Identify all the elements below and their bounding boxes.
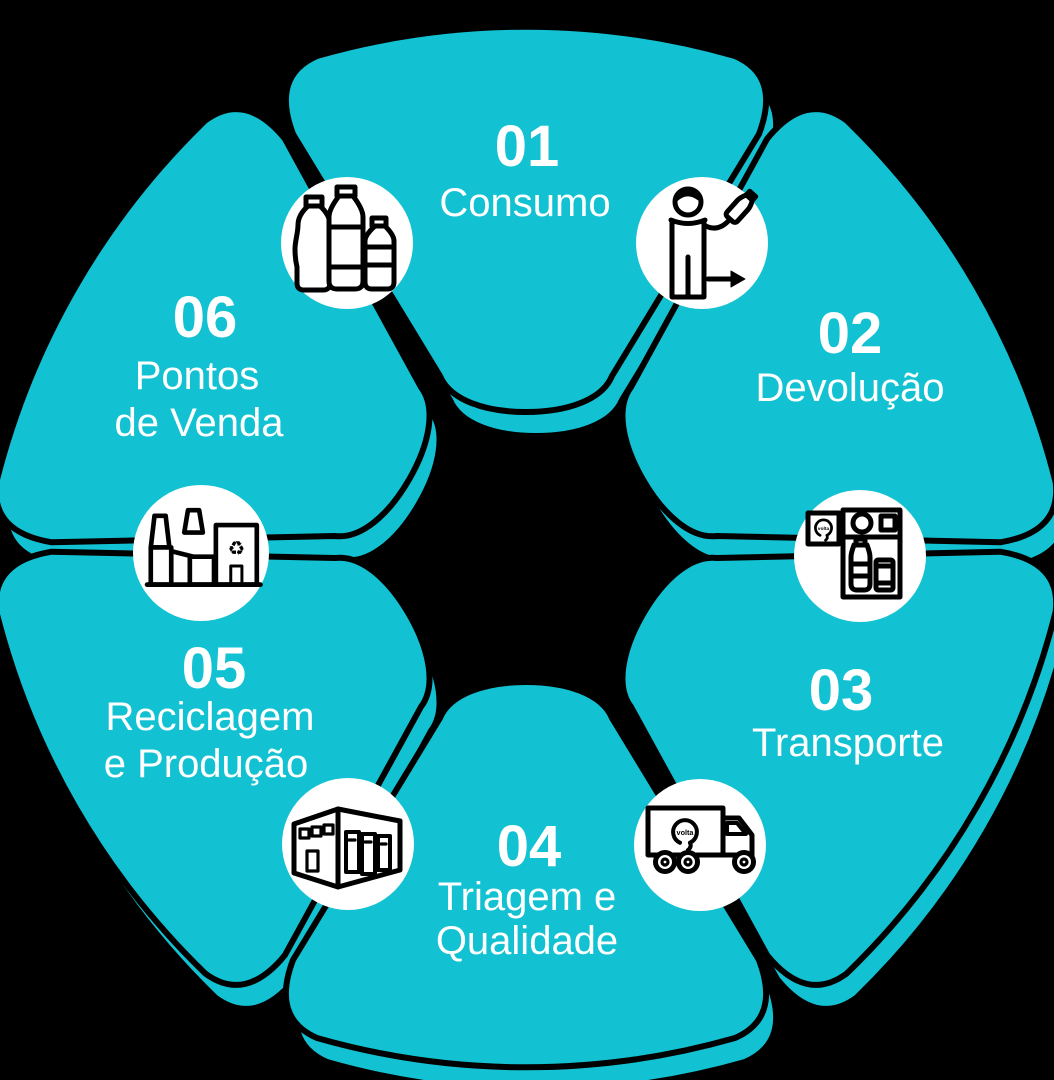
step-03-label: Transporte [752, 721, 944, 765]
svg-text:volta: volta [818, 526, 830, 532]
step-04-text: 04 Triagem e Qualidade [436, 814, 618, 963]
step-04-number: 04 [497, 814, 562, 879]
step-05-number: 05 [182, 636, 247, 701]
svg-text:volta: volta [677, 828, 695, 837]
step-01-label: Consumo [439, 181, 610, 225]
step-06-number: 06 [173, 285, 238, 350]
recycling-factory-icon: ♻ [144, 507, 263, 587]
reverse-vending-machine-icon: volta [805, 507, 903, 600]
step-05-label-line1: Reciclagem [106, 695, 315, 739]
step-06-label-line2: de Venda [114, 401, 284, 445]
warehouse-icon [291, 806, 403, 890]
step-texts: 01 Consumo 02 Devolução 03 Transporte 04… [104, 114, 945, 963]
person-returning-bottle-icon [668, 186, 759, 300]
step-06-text: 06 Pontos de Venda [114, 285, 284, 445]
step-05-text: 05 Reciclagem e Produção [104, 636, 315, 786]
step-02-number: 02 [818, 301, 883, 366]
step-03-number: 03 [809, 658, 874, 723]
recycle-symbol-icon: ♻ [228, 537, 246, 560]
step-01-number: 01 [495, 114, 560, 179]
step-01-text: 01 Consumo [439, 114, 610, 225]
step-04-label-line1: Triagem e [438, 875, 617, 919]
plastic-bottles-icon [292, 184, 397, 293]
delivery-truck-icon: volta [645, 805, 756, 874]
step-02-text: 02 Devolução [755, 301, 944, 410]
step-03-text: 03 Transporte [752, 658, 944, 765]
step-05-label-line2: e Produção [104, 742, 309, 786]
volta-logo: volta [814, 518, 833, 542]
step-02-label: Devolução [755, 366, 944, 410]
volta-logo: volta [671, 818, 699, 852]
step-06-label-line1: Pontos [135, 354, 260, 398]
step-04-label-line2: Qualidade [436, 919, 618, 963]
